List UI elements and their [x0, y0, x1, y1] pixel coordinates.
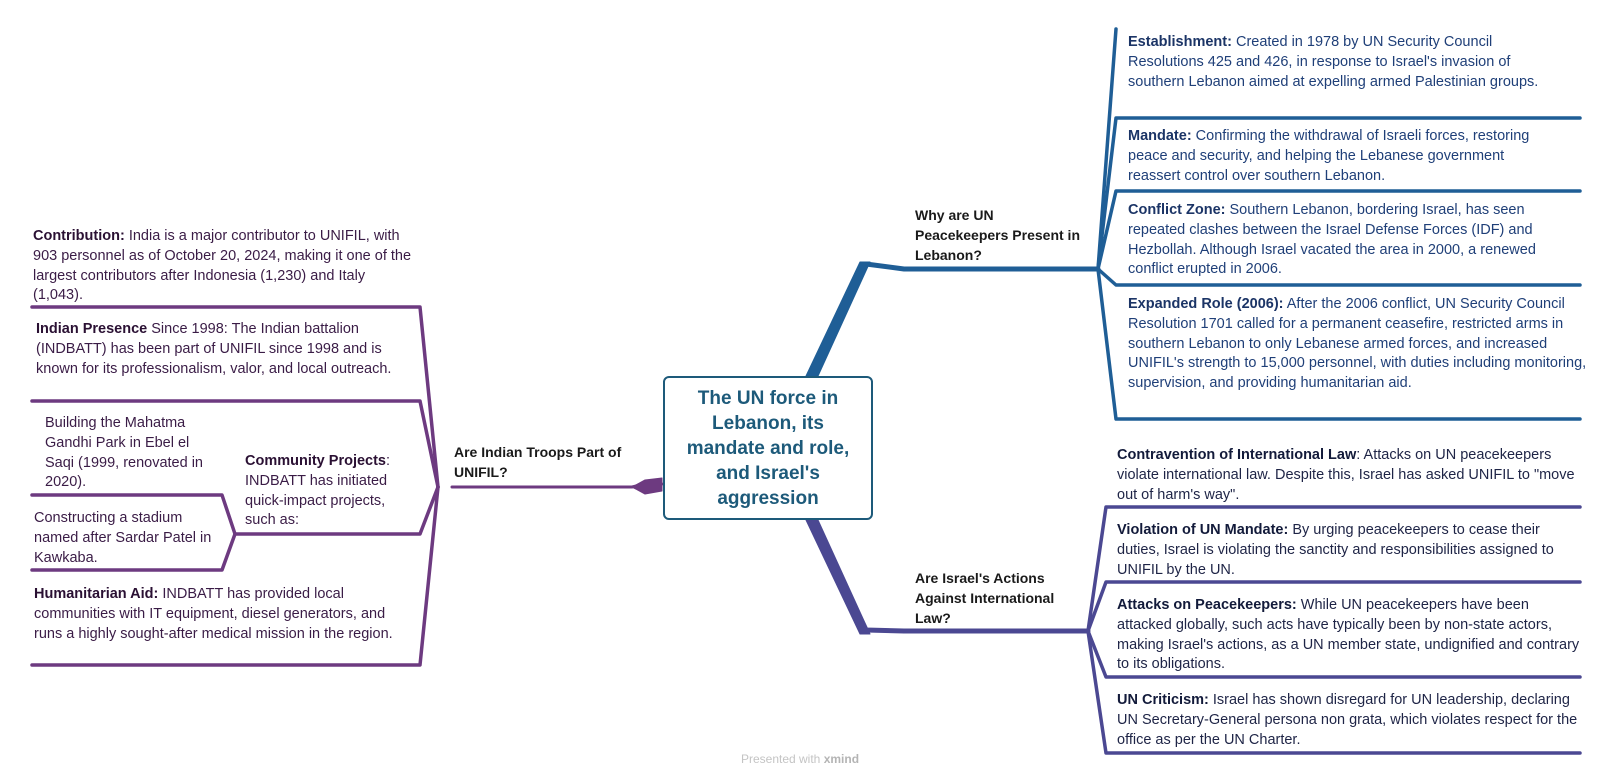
bottom-right-connector-ribbon [805, 519, 871, 635]
left-connector-arrowhead [631, 477, 663, 495]
subtopic-contravention[interactable]: Contravention of International Law: Atta… [1117, 447, 1575, 503]
subtopic-sardar-patel-stadium[interactable]: Constructing a stadium named after Sarda… [34, 510, 212, 566]
subtopic-violation-of-mandate[interactable]: Violation of UN Mandate: By urging peace… [1117, 522, 1554, 578]
bottom-right-fork-contravention [1086, 505, 1582, 633]
subtopic-mandate[interactable]: Mandate: Confirming the withdrawal of Is… [1128, 128, 1530, 184]
left-fork-contribution [30, 305, 440, 489]
top-right-fork-conflict-zone [1096, 189, 1582, 271]
bottom-right-fork-attacks [1086, 629, 1582, 679]
bottom-right-fork-criticism [1086, 629, 1582, 755]
subtopic-contribution[interactable]: Contribution: India is a major contribut… [33, 228, 412, 304]
bottom-right-fork-violation [1086, 580, 1582, 633]
subtopic-establishment[interactable]: Establishment: Created in 1978 by UN Sec… [1128, 34, 1539, 90]
top-right-fork-expanded-bottom [1096, 267, 1582, 421]
topic-israel-actions[interactable]: Are Israel's Actions Against Internation… [915, 570, 1055, 626]
topic-why-peacekeepers[interactable]: Why are UN Peacekeepers Present in Leban… [915, 207, 1080, 263]
top-right-fork-mandate [1096, 116, 1582, 271]
left-fork-indian-presence [30, 399, 440, 489]
subtopic-mahatma-gandhi-park[interactable]: Building the Mahatma Gandhi Park in Ebel… [45, 415, 203, 491]
xmind-logo-text: xmind [823, 752, 860, 766]
community-fork-mahatma [30, 493, 237, 536]
presented-with-footer: Presented with xmind [740, 752, 860, 766]
central-topic-text: The UN force in Lebanon, its mandate and… [686, 387, 850, 509]
left-fork-community-projects [233, 485, 440, 536]
subtopic-humanitarian-aid[interactable]: Humanitarian Aid: INDBATT has provided l… [34, 586, 393, 642]
top-right-connector-ribbon [805, 261, 871, 377]
subtopic-attacks-on-peacekeepers[interactable]: Attacks on Peacekeepers: While UN peacek… [1117, 597, 1580, 673]
subtopic-community-projects[interactable]: Community Projects: INDBATT has initiate… [245, 453, 391, 529]
community-fork-stadium [30, 532, 237, 572]
left-fork-humanitarian-aid [30, 485, 440, 667]
subtopic-indian-presence[interactable]: Indian Presence Since 1998: The Indian b… [36, 321, 392, 377]
subtopic-un-criticism[interactable]: UN Criticism: Israel has shown disregard… [1117, 692, 1578, 748]
topic-indian-troops[interactable]: Are Indian Troops Part of UNIFIL? [454, 444, 622, 480]
top-right-fork-establishment [1096, 27, 1118, 271]
subtopic-expanded-role[interactable]: Expanded Role (2006): After the 2006 con… [1128, 296, 1587, 392]
left-main-connector [450, 482, 664, 489]
subtopic-conflict-zone[interactable]: Conflict Zone: Southern Lebanon, borderi… [1128, 202, 1536, 278]
central-topic[interactable]: The UN force in Lebanon, its mandate and… [663, 376, 873, 520]
top-right-fork-expanded-role [1096, 267, 1582, 287]
